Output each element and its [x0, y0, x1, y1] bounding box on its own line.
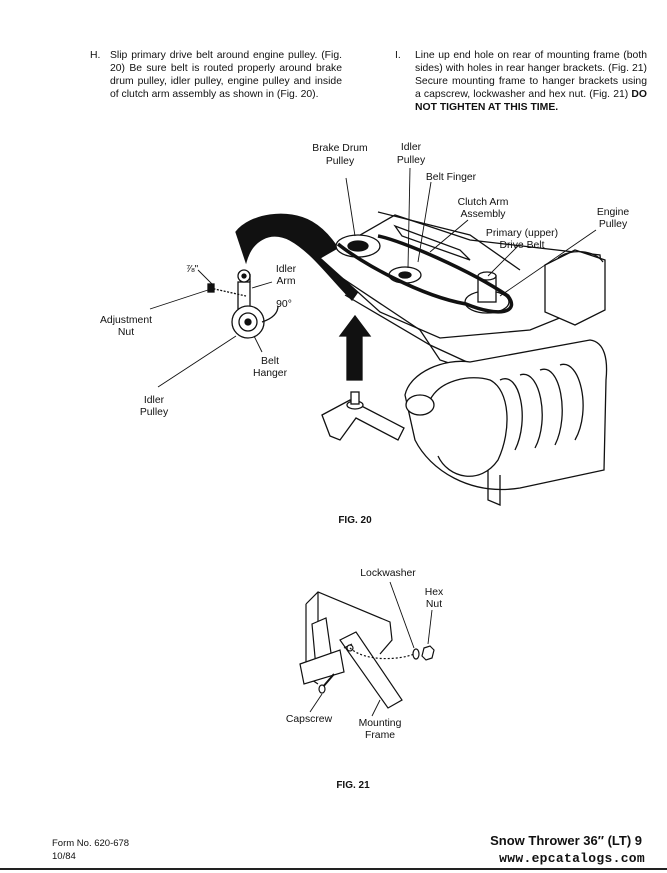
label-fraction: ⅞" [186, 264, 199, 275]
label-hex-nut: Hex [425, 587, 444, 598]
label-brake-drum: Brake Drum [312, 143, 367, 154]
mounting-frame-bar [339, 631, 403, 709]
label-brake-drum-2: Pulley [326, 156, 355, 167]
auger-housing [404, 339, 608, 490]
clutch-arm [393, 224, 471, 261]
label-belt-finger: Belt Finger [426, 172, 477, 183]
lockwasher [412, 648, 420, 660]
hex-nut [421, 645, 435, 661]
step-letter: I. [395, 50, 401, 61]
label-adjustment-nut: Adjustment [100, 315, 152, 326]
label-belt-hanger: Belt [261, 356, 279, 367]
bottom-rule [0, 868, 667, 870]
label-angle: 90° [276, 299, 292, 310]
fig21-caption: FIG. 21 [336, 780, 370, 791]
label-idler-pulley-top-2: Pulley [397, 155, 426, 166]
adjustment-bolt [209, 287, 247, 297]
label-idler-pulley-2: Pulley [140, 407, 169, 418]
form-number: Form No. 620-678 [52, 838, 130, 849]
fig20-leaders [149, 167, 597, 388]
fig20-drawing [207, 211, 608, 506]
label-engine-pulley-2: Pulley [599, 219, 628, 230]
label-primary-belt: Primary (upper) [486, 228, 558, 239]
step-letter: H. [90, 50, 101, 61]
label-capscrew: Capscrew [286, 714, 333, 725]
website-watermark: www.epcatalogs.com [499, 851, 645, 866]
fig21-drawing [299, 591, 435, 709]
step-text: Slip primary drive belt around engine pu… [110, 50, 342, 100]
page-title: Snow Thrower 36″ (LT) 9 [490, 833, 642, 848]
belt-guard [235, 213, 363, 302]
label-belt-hanger-2: Hanger [253, 368, 288, 379]
primary-belt [336, 234, 514, 314]
fig21-leaders [309, 581, 433, 717]
step-text: Line up end hole on rear of mounting fra… [415, 50, 647, 113]
label-adjustment-nut-2: Nut [118, 327, 134, 338]
label-engine-pulley: Engine [597, 207, 630, 218]
label-primary-belt-2: Drive Belt [499, 240, 544, 251]
label-mounting-frame: Mounting [359, 718, 402, 729]
warning-text: DO NOT TIGHTEN AT THIS TIME. [415, 89, 647, 113]
label-idler-arm: Idler [276, 264, 297, 275]
label-clutch-arm-2: Assembly [460, 209, 506, 220]
label-lockwasher: Lockwasher [360, 568, 416, 579]
fig20-labels: Brake Drum Pulley Idler Pulley Belt Fing… [100, 142, 629, 526]
label-idler-pulley-top: Idler [401, 142, 422, 153]
label-mounting-frame-2: Frame [365, 730, 395, 741]
label-idler-pulley: Idler [144, 395, 165, 406]
install-arrow [338, 314, 372, 381]
label-clutch-arm: Clutch Arm [458, 197, 509, 208]
fig21-labels: Lockwasher Hex Nut Capscrew Mounting Fra… [286, 568, 444, 791]
label-idler-arm-2: Arm [276, 276, 295, 287]
form-date: 10/84 [52, 851, 76, 862]
label-hex-nut-2: Nut [426, 599, 442, 610]
fig20-caption: FIG. 20 [338, 515, 372, 526]
